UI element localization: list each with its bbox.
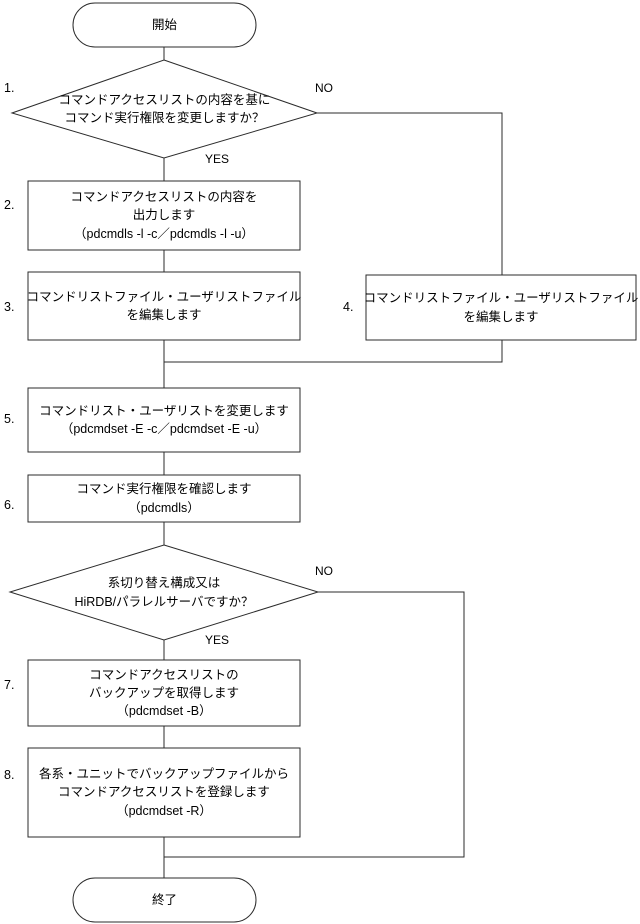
node-decision1 xyxy=(10,59,319,159)
node-start xyxy=(72,2,257,48)
edge-label-decision2-yes: YES xyxy=(205,633,230,647)
edge-label-decision1-no: NO xyxy=(315,81,333,95)
edge-label-decision1-yes: YES xyxy=(205,152,230,166)
edge-label-decision2-no: NO xyxy=(315,564,333,578)
node-end xyxy=(72,877,257,923)
connector-decision2-no-to-end xyxy=(164,591,465,858)
step-number-4: 4. xyxy=(343,300,354,314)
connector-step4-to-main-column xyxy=(164,340,503,363)
node-decision2 xyxy=(8,544,320,641)
node-step3 xyxy=(27,271,301,341)
node-step7 xyxy=(27,659,301,727)
step-number-5: 5. xyxy=(4,412,15,426)
node-step5 xyxy=(27,387,301,453)
node-step8 xyxy=(27,747,301,838)
node-step4 xyxy=(365,274,637,341)
step-number-8: 8. xyxy=(4,768,15,782)
node-step6 xyxy=(27,474,301,523)
connector-decision1-no-to-step4 xyxy=(317,112,503,275)
step-number-3: 3. xyxy=(4,300,15,314)
step-number-2: 2. xyxy=(4,198,15,212)
node-step2 xyxy=(27,180,301,251)
step-number-6: 6. xyxy=(4,498,15,512)
step-number-7: 7. xyxy=(4,678,15,692)
step-number-1: 1. xyxy=(4,81,15,95)
